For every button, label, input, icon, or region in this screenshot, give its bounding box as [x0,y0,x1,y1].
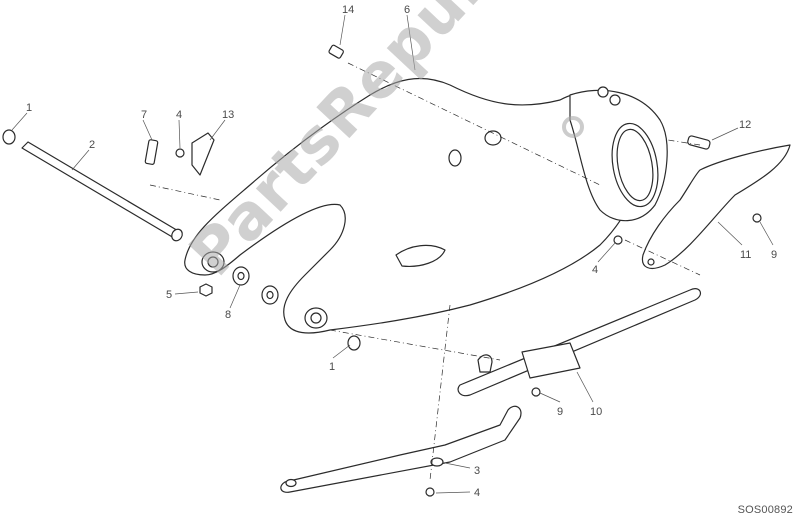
callout-4: 4 [592,264,599,276]
callout-8: 8 [225,309,232,321]
callout-10: 10 [590,406,603,418]
callout-5: 5 [166,289,173,301]
callout-4: 4 [176,109,183,121]
bushing-cap-left [2,129,16,145]
callout-11: 11 [740,249,752,261]
assembly-lines [149,62,701,481]
pivot-shaft [21,141,183,242]
leader-lines [11,14,774,494]
callout-1: 1 [329,361,336,373]
chain-slider [457,288,702,397]
swingarm-body [184,77,641,334]
callout-7: 7 [141,109,148,121]
callout-4: 4 [474,487,481,499]
callout-1: 1 [26,102,33,114]
chain-guard [641,144,791,269]
callout-13: 13 [222,109,235,121]
hardware [144,44,762,497]
callout-2: 2 [89,139,96,151]
eccentric-hub [569,86,668,222]
drawing-code: SOS00892 [737,504,793,516]
callout-9: 9 [557,406,564,418]
callout-9: 9 [771,249,778,261]
callout-3: 3 [474,465,481,477]
callout-12: 12 [739,119,752,131]
callout-6: 6 [404,4,411,16]
gear-icon [562,116,584,138]
lower-chain-guide [280,405,522,493]
callout-14: 14 [342,4,355,16]
